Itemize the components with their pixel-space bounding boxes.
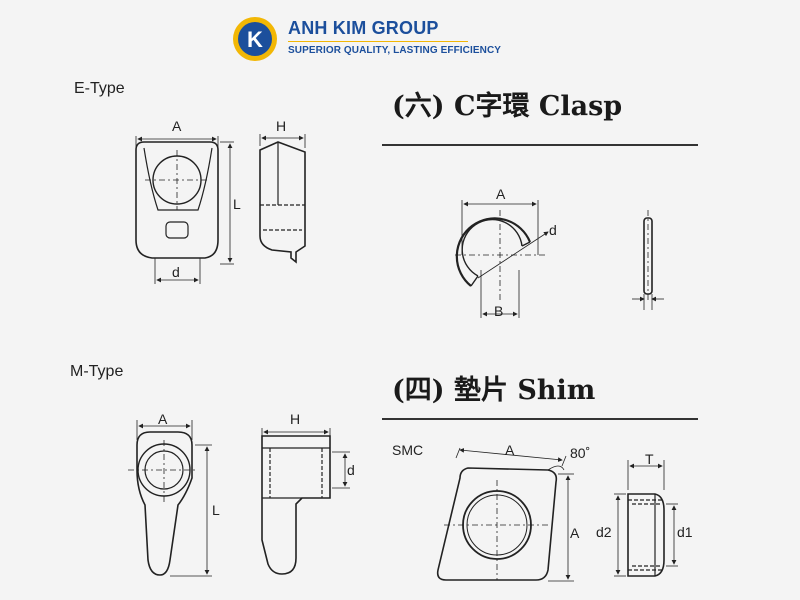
m-type-dim-a: A (158, 411, 168, 427)
clasp-edge-view (632, 210, 664, 310)
shim-model-label: SMC (392, 442, 424, 458)
logo-badge-icon: K (233, 17, 277, 61)
shim-dim-a-top: A (505, 442, 515, 458)
m-type-dim-l: L (212, 502, 220, 518)
shim-side-view (614, 460, 678, 577)
e-type-front-view (135, 136, 234, 284)
shim-divider (382, 418, 698, 420)
shim-dim-angle: 80˚ (570, 445, 591, 461)
m-type-label: M-Type (70, 363, 124, 380)
clasp-title: (六) C字環 Clasp (392, 91, 623, 122)
e-type-label: E-Type (74, 80, 125, 97)
clasp-dim-a: A (496, 186, 506, 202)
clasp-dim-b: B (494, 303, 504, 319)
shim-title: (四) 墊片 Shim (392, 375, 596, 406)
m-type-dim-d: d (347, 462, 355, 478)
shim-dim-t: T (645, 451, 654, 467)
m-type-side-view (261, 428, 350, 575)
shim-dim-d1: d1 (677, 524, 693, 540)
m-type-front-view (128, 420, 212, 577)
e-type-side-view (259, 134, 306, 264)
e-type-dim-l: L (233, 196, 241, 212)
m-type-dim-h: H (290, 411, 301, 427)
brand-divider (288, 41, 468, 42)
shim-top-view (436, 447, 574, 582)
shim-dim-d2: d2 (596, 524, 612, 540)
clasp-divider (382, 144, 698, 146)
brand-name: ANH KIM GROUP (288, 18, 439, 38)
clasp-dim-d: d (549, 222, 557, 238)
e-type-dim-h: H (276, 118, 287, 134)
brand-logo: K (232, 16, 278, 62)
e-type-dim-a: A (172, 118, 182, 134)
shim-dim-a-side: A (570, 525, 580, 541)
brand-tagline: SUPERIOR QUALITY, LASTING EFFICIENCY (288, 45, 502, 56)
clasp-ring-view (455, 200, 549, 318)
e-type-dim-d: d (172, 264, 180, 280)
logo-letter: K (247, 27, 263, 52)
